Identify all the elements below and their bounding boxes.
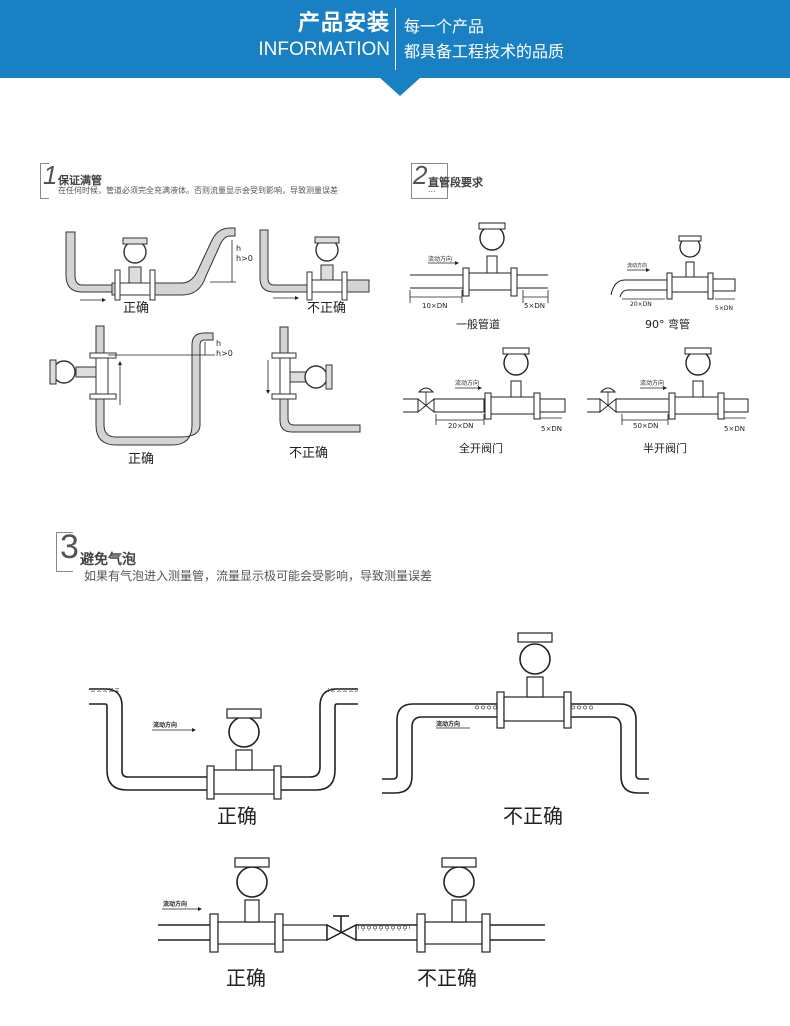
banner-title: 产品安装: [297, 11, 390, 36]
pipe-diagram-1c: h h>0: [49, 325, 233, 446]
svg-text:20×DN: 20×DN: [448, 422, 473, 430]
banner-tagline: 每一个产品 都具备工程技术的品质: [404, 14, 564, 64]
straight-pipe-valve-full: 流动方向 20×DN 5×DN: [403, 347, 566, 433]
section3-bracket: [56, 532, 73, 572]
section1-bracket: [40, 163, 49, 199]
svg-text:流动方向: 流动方向: [163, 900, 187, 908]
pipe-diagram-1b: [259, 229, 370, 301]
flow-direction-label: 流动方向: [428, 255, 452, 263]
section3-diagram2-label: 不正确: [503, 804, 563, 828]
straight-pipe-general: 流动方向 10×DN 5×DN: [409, 222, 549, 310]
svg-text:5×DN: 5×DN: [724, 425, 745, 433]
section1-number: 1: [43, 160, 58, 190]
section3-diagram4-label: 不正确: [417, 966, 477, 990]
svg-text:50×DN: 50×DN: [633, 422, 658, 430]
banner-down-arrow-icon: [380, 78, 420, 96]
svg-text:5×DN: 5×DN: [541, 425, 562, 433]
section2-ellipsis: ...: [428, 185, 436, 194]
tagline-line1: 每一个产品: [404, 17, 485, 36]
svg-text:20×DN: 20×DN: [630, 301, 652, 308]
section1-title: 保证满管: [58, 174, 102, 187]
section2-number: 2: [413, 160, 428, 190]
banner-divider: [395, 8, 396, 70]
bubble-diagram-valve-row: 流动方向: [158, 857, 545, 953]
straight-pipe-elbow: 流动方向 20×DN 5×DN: [610, 235, 736, 312]
svg-text:流动方向: 流动方向: [436, 720, 460, 728]
section1-description: 在任何时候，管道必须完全充满液体。否则流量显示会受到影响，导致测量误差: [58, 186, 338, 195]
svg-text:5×DN: 5×DN: [715, 305, 733, 312]
section2-diagram2-label: 90° 弯管: [645, 318, 690, 331]
section1-diagram3-label: 正确: [128, 452, 155, 467]
section3-diagram1-label: 正确: [217, 804, 257, 828]
section2-diagram4-label: 半开阀门: [643, 442, 687, 455]
pipe-diagram-1a: h h>0: [65, 227, 253, 302]
svg-text:5×DN: 5×DN: [524, 302, 545, 310]
svg-text:h: h: [236, 244, 241, 253]
svg-text:h: h: [216, 339, 221, 348]
svg-text:h>0: h>0: [236, 254, 253, 263]
section2-bracket: [411, 163, 448, 199]
section3-number: 3: [60, 528, 79, 566]
svg-text:10×DN: 10×DN: [422, 302, 447, 310]
banner-subtitle: INFORMATION: [258, 39, 390, 60]
section1-diagram1-label: 正确: [123, 301, 150, 316]
banner-heading: 产品安装 INFORMATION: [258, 10, 390, 62]
section3-title: 避免气泡: [80, 552, 136, 568]
svg-text:流动方向: 流动方向: [153, 721, 177, 729]
section3-description: 如果有气泡进入测量管，流量显示极可能会受影响，导致测量误差: [84, 569, 433, 583]
svg-text:流动方向: 流动方向: [627, 262, 647, 269]
svg-text:流动方向: 流动方向: [640, 379, 664, 387]
section2-title: 直管段要求: [428, 176, 483, 189]
tagline-line2: 都具备工程技术的品质: [404, 42, 565, 61]
section2-diagram3-label: 全开阀门: [459, 442, 503, 455]
section2-diagram1-label: 一般管道: [456, 318, 500, 331]
section1-diagram4-label: 不正确: [289, 446, 329, 461]
pipe-diagram-1d: [266, 326, 361, 433]
bubble-diagram-correct-u: 流动方向: [89, 688, 358, 800]
svg-text:流动方向: 流动方向: [455, 379, 479, 387]
straight-pipe-valve-half: 流动方向 50×DN 5×DN: [587, 347, 749, 433]
section1-diagram2-label: 不正确: [307, 301, 347, 316]
section3-diagram3-label: 正确: [226, 966, 266, 990]
bubble-diagram-incorrect-arch: 流动方向: [382, 632, 649, 794]
svg-text:h>0: h>0: [216, 349, 233, 358]
header-banner: 产品安装 INFORMATION 每一个产品 都具备工程技术的品质: [0, 0, 790, 78]
